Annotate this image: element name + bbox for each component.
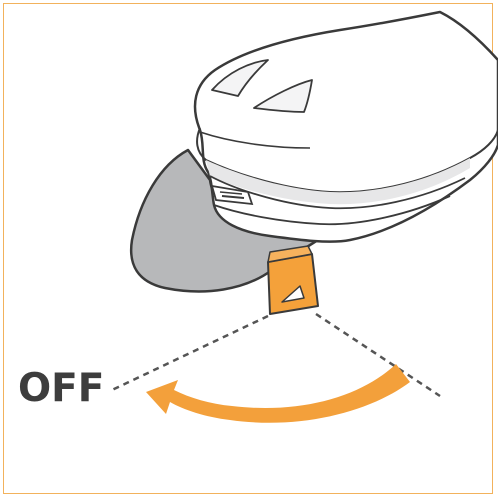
curved-rotation-arrow [146,364,410,423]
slide-switch [268,254,318,314]
device-main-body [195,12,498,242]
off-label: OFF [18,369,104,408]
dashed-guide-left [112,316,268,390]
